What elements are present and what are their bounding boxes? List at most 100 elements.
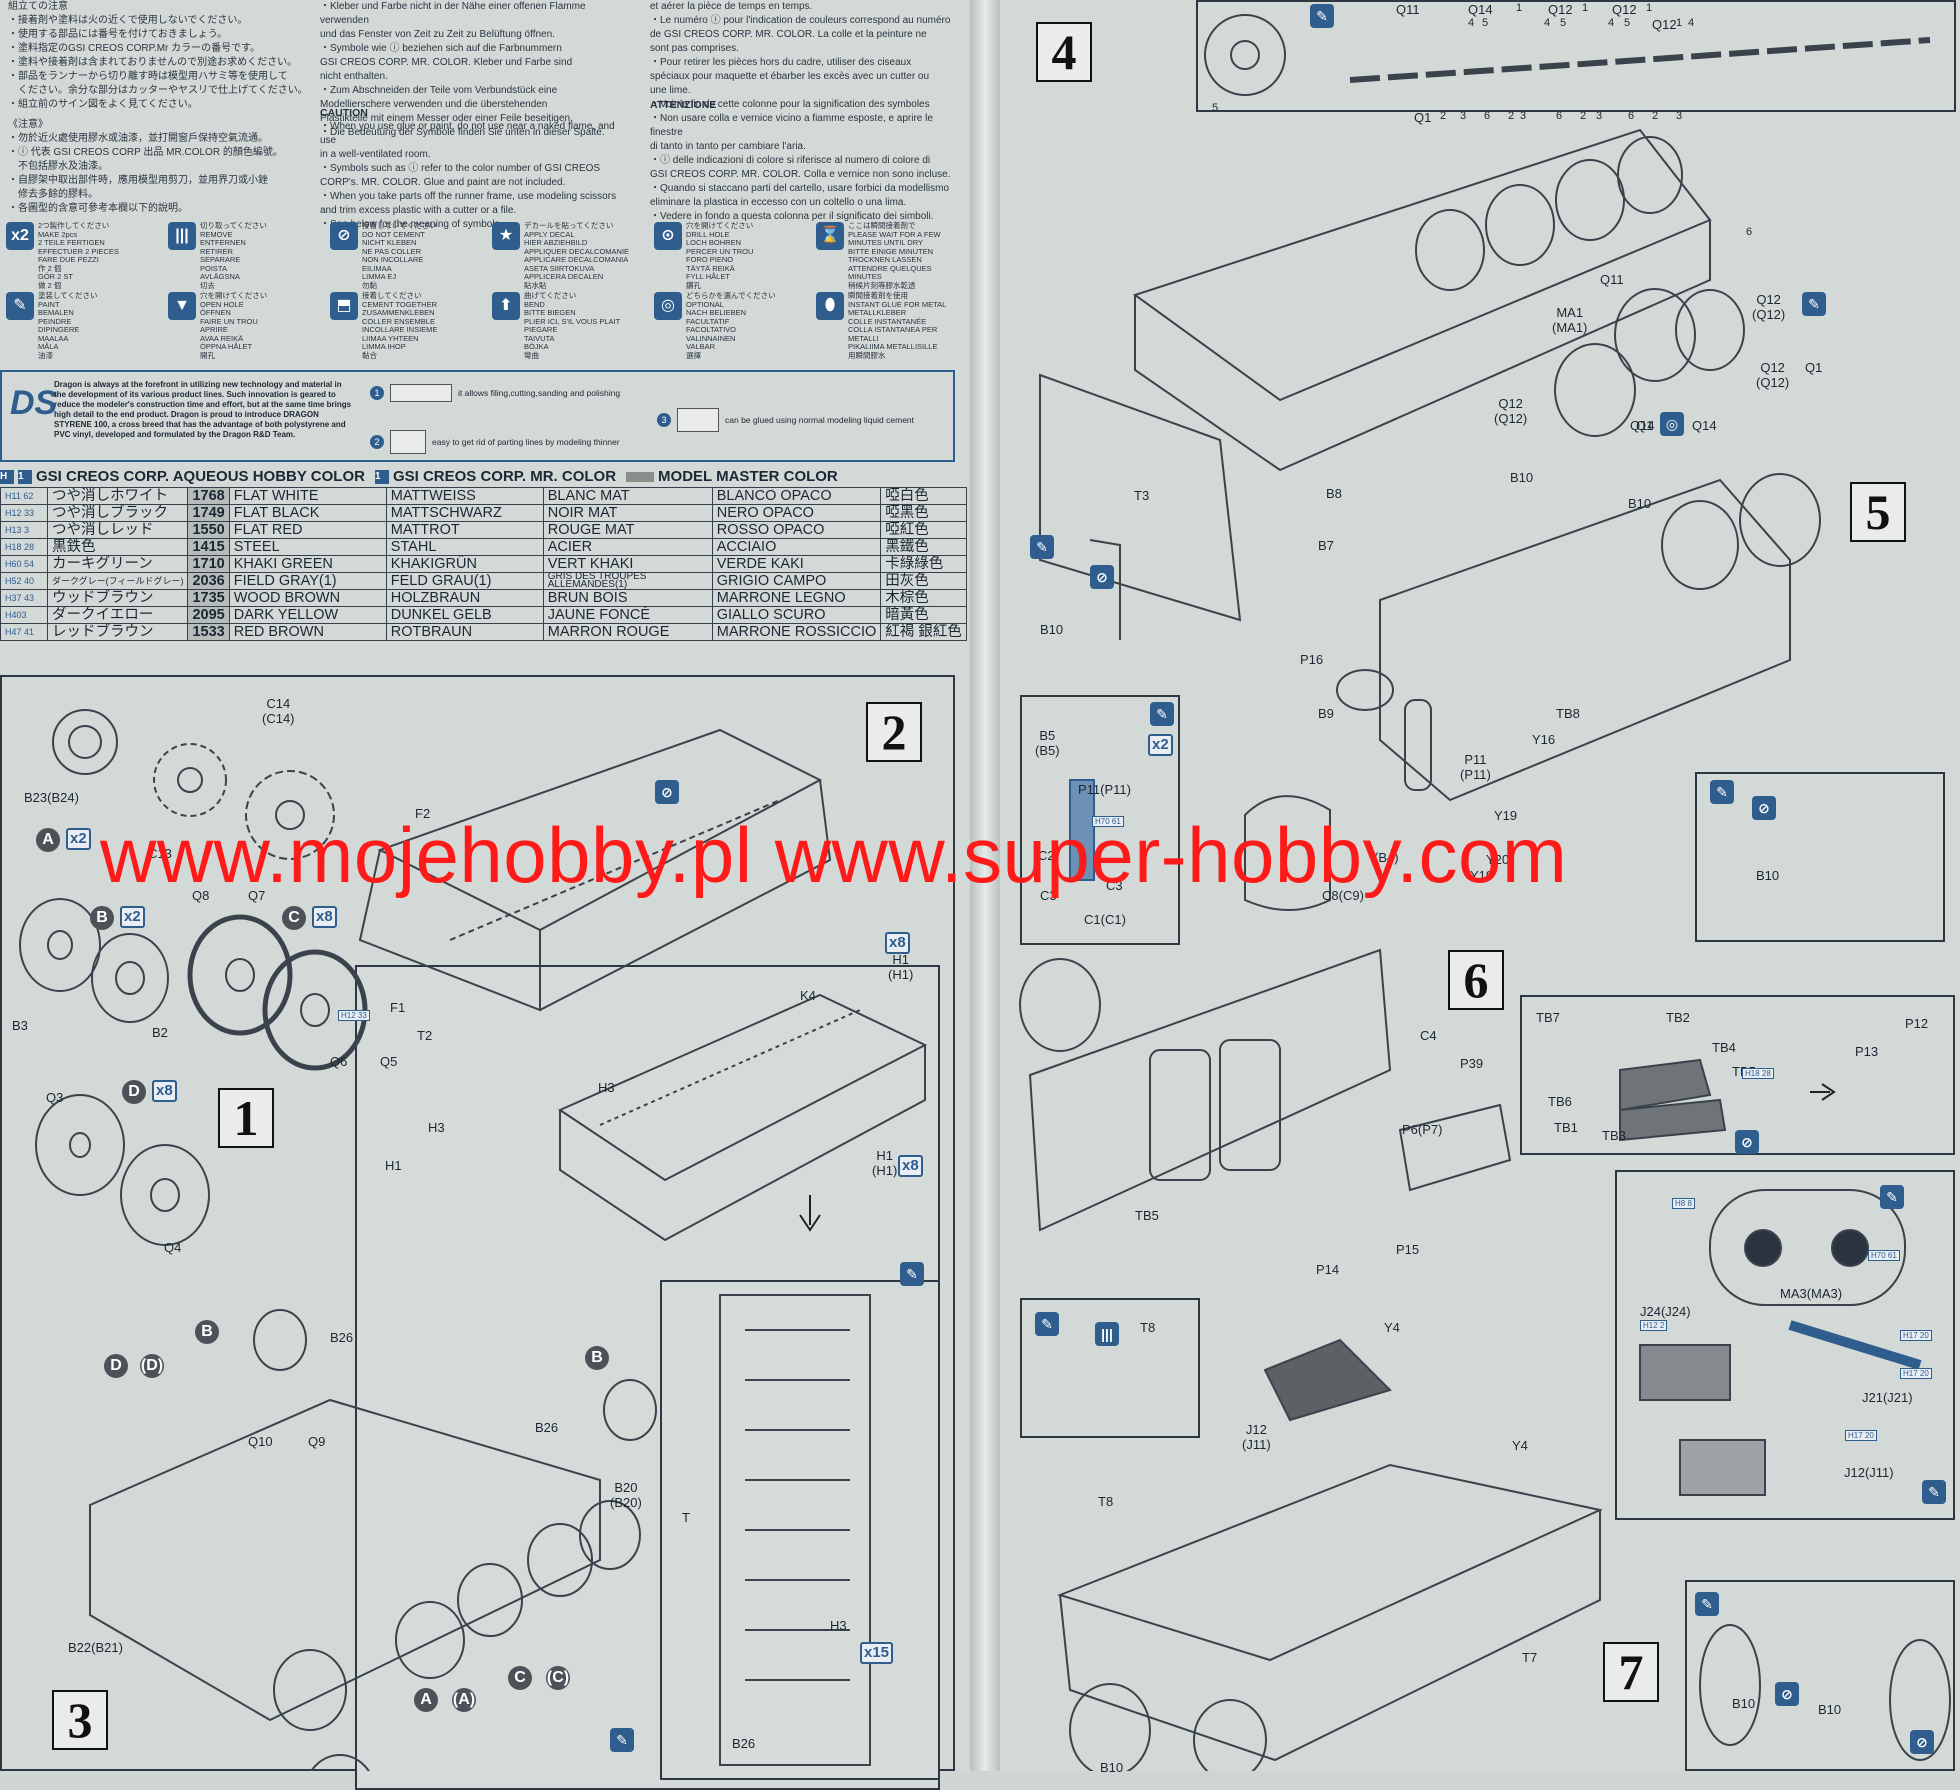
thinner-icon [390,430,426,454]
step7-part-label: Y4 [1384,1320,1400,1335]
step-1-number: 1 [218,1088,274,1148]
step1-part-label: Q7 [248,888,266,903]
sprocket-drawing [52,709,335,860]
step6-part-label: TB3 [1602,1128,1626,1143]
do-not-cement-icon: ⊘ [1735,1130,1759,1154]
part-group-d-badge: D [122,1080,146,1104]
step1-part-label: Q4 [164,1240,182,1255]
ds-note-number: 1 [370,386,384,400]
multiplier-c: x8 [312,906,337,928]
step-7-exhaust-detail-frame [1615,1170,1955,1520]
step7-part-label: B10 [1732,1696,1756,1711]
step1-part-label: Q5 [380,1054,398,1069]
part-group-b-badge: B [90,906,114,930]
ds-note-text: easy to get rid of parting lines by mode… [432,437,620,447]
step4-part-label: Q12 (Q12) [1752,292,1786,322]
legend-symbol-label: 塗装してください PAINT BEMALEN PEINDRE DIPINGERE… [38,291,98,360]
intro-german: ・Kleber und Farbe nicht in der Nähe eine… [320,1,605,138]
legend-symbol-label: デカールを貼ってください APPLY DECAL HIER ABZIEHBILD… [524,221,630,290]
color-callout-plate: H12 2 [1640,1320,1668,1331]
legend-symbol-icon: ⊘ [330,222,358,250]
ds-note-1: 1 it allows filing,cutting,sanding and p… [370,384,620,402]
step-7-hull-drawing [1056,1189,1951,1771]
step5-part-label: B10 [1040,622,1064,637]
legend-symbol-icon: ⊙ [654,222,682,250]
paint-icon: ✎ [1695,1592,1719,1616]
step1-part-label: F2 [415,806,431,821]
step7-part-label: T8 [1098,1494,1114,1509]
ds-description: Dragon is always at the forefront in uti… [54,380,352,439]
aqueous-title: GSI CREOS CORP. AQUEOUS HOBBY COLOR [36,468,365,485]
paint-icon: ✎ [900,1262,924,1286]
step6-part-label: P6(P7) [1402,1122,1443,1137]
color-callout-muffler: H70 61 [1092,816,1124,827]
aqueous-marker-2: 1 [18,469,32,484]
step-5-hook-detail-frame [1695,772,1945,942]
legend-symbol-icon: ◎ [654,292,682,320]
step4-part-label: Q1 [1636,418,1654,433]
step1-part-label: H1 [385,1158,402,1173]
step4-part-label: T3 [1134,488,1150,503]
step4-part-label: Q11 [1396,2,1420,17]
step3-part-label: B26 [732,1736,756,1751]
symbol-legend-item: ⊘接着しないでください DO NOT CEMENT NICHT KLEBEN N… [330,221,480,290]
step1-part-label: Q6 [330,1054,348,1069]
paint-icon: ✎ [610,1728,634,1752]
step5-part-label: B5 (B5) [1035,728,1060,758]
step7-part-label: J12(J11) [1844,1465,1894,1480]
color-name-cn: 黑鐵色 [880,538,967,556]
model-master-number: 1415 [187,538,230,556]
part-group-a-badge: A [36,828,60,852]
color-name-en: DARK YELLOW [228,606,387,624]
step5-part-label: TB8 [1556,706,1580,721]
step4-part-label: 2 [1440,110,1447,122]
symbol-legend-item: ✎塗装してください PAINT BEMALEN PEINDRE DIPINGER… [6,291,156,360]
step4-part-label: 1 [1516,2,1523,14]
color-name-fr: MARRON ROUGE [542,623,713,641]
color-name-jp: つや消しブラック [46,504,189,522]
model-master-number: 1533 [187,623,230,641]
step-4-track-detail-frame [1196,0,1956,112]
paint-icon: ✎ [1030,535,1054,559]
color-callout-ma3: H17 20 [1900,1330,1932,1341]
step6-part-label: TB4 [1712,1040,1736,1055]
step-3-badge-d: D [104,1354,128,1378]
model-master-title: MODEL MASTER COLOR [658,468,838,485]
step1-part-label: B3 [12,1018,28,1033]
step1-part-label: H1 (H1) [872,1148,898,1178]
color-name-en: FLAT RED [228,521,387,539]
do-not-cement-icon: ⊘ [1752,796,1776,820]
color-name-jp: つや消しホワイト [46,487,189,505]
multiplier-d: x8 [152,1080,177,1102]
intro-french: et aérer la pièce de temps en temps. ・Le… [650,1,951,110]
step1-part-label: Q8 [192,888,210,903]
color-name-cn: 啞白色 [880,487,967,505]
step1-part-label: H3 [830,1618,847,1633]
step-3-badge-b: B [195,1320,219,1344]
paint-icon: ✎ [1802,292,1826,316]
ds-note-text: can be glued using normal modeling liqui… [725,415,915,425]
step1-part-label: C14 (C14) [262,696,295,726]
step7-part-label: J21(J21) [1862,1390,1913,1405]
step-4-running-gear-drawing [1039,14,1931,622]
color-callout-exhaust-1: H8 8 [1672,1198,1695,1209]
step7-part-label: MA3(MA3) [1780,1286,1843,1301]
step1-part-label: B23(B24) [24,790,79,805]
step6-part-label: P13 [1855,1044,1879,1059]
color-name-cn: 卡綠綠色 [880,555,967,573]
color-name-de: MATTSCHWARZ [385,504,544,522]
step4-part-label: 2 [1652,110,1659,122]
step4-part-label: Q14 [1692,418,1717,433]
step5-part-label: C3 [1106,878,1123,893]
legend-symbol-label: 接着しないでください DO NOT CEMENT NICHT KLEBEN NE… [362,221,437,290]
step4-part-label: Q12 [1548,2,1573,17]
step4-part-label: 2 [1580,110,1587,122]
do-not-cement-icon: ⊘ [1090,565,1114,589]
step3-part-label: Q10 [248,1434,273,1449]
step5-part-label: B10 [1510,470,1534,485]
